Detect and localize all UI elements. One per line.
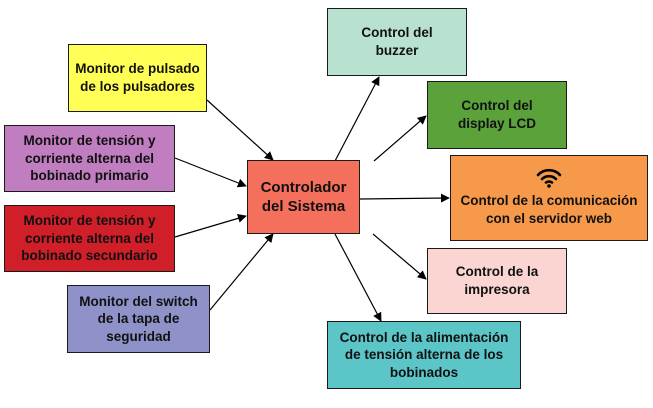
node-monitor-bobinado-secundario: Monitor de tensión y corriente alterna d…	[4, 205, 175, 272]
arrow-tapa-to-controlador	[209, 233, 274, 311]
node-control-buzzer: Control del buzzer	[327, 8, 467, 76]
node-label: Monitor de tensión y corriente alterna d…	[23, 133, 156, 184]
node-label: Controlador del Sistema	[260, 178, 347, 216]
node-label: Control de la alimentación de tensión al…	[339, 329, 509, 380]
node-monitor-bobinado-primario: Monitor de tensión y corriente alterna d…	[4, 125, 175, 192]
arrow-controlador-to-web	[359, 193, 450, 203]
arrow-controlador-to-alimentacion	[334, 233, 382, 322]
node-label: Control de la impresora	[455, 264, 539, 297]
node-label: Control del buzzer	[361, 25, 433, 58]
node-label: Control de la comunicación con el servid…	[460, 193, 638, 226]
arrow-controlador-to-buzzer	[334, 76, 380, 162]
arrow-primario-to-controlador	[174, 157, 247, 188]
wifi-icon	[536, 169, 562, 189]
arrow-secundario-to-controlador	[174, 213, 247, 238]
arrow-pulsadores-to-controlador	[206, 99, 274, 161]
arrow-controlador-to-lcd	[373, 115, 427, 162]
node-label: Control del display LCD	[457, 98, 536, 131]
node-control-display-lcd: Control del display LCD	[427, 81, 567, 149]
node-control-impresora: Control de la impresora	[427, 248, 567, 314]
node-label: Monitor de pulsado de los pulsadores	[75, 61, 200, 94]
node-label: Monitor de tensión y corriente alterna d…	[21, 213, 158, 264]
node-controlador-sistema: Controlador del Sistema	[247, 160, 360, 234]
arrow-controlador-to-impresora	[372, 233, 427, 280]
node-label: Monitor del switch de la tapa de segurid…	[79, 293, 198, 344]
node-control-alimentacion-bobinados: Control de la alimentación de tensión al…	[327, 321, 521, 389]
node-monitor-switch-tapa: Monitor del switch de la tapa de segurid…	[67, 285, 210, 353]
node-monitor-pulsadores: Monitor de pulsado de los pulsadores	[68, 44, 207, 112]
node-control-servidor-web: Control de la comunicación con el servid…	[450, 155, 648, 241]
